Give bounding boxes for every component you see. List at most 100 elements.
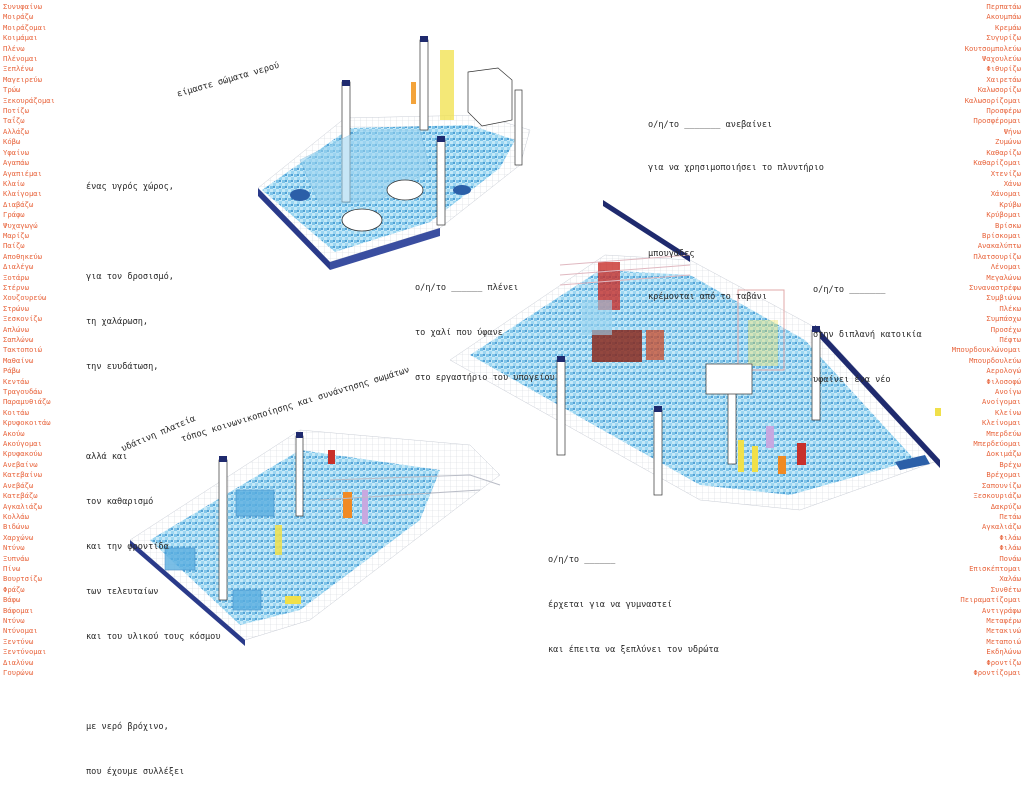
- verb-item: Προσφέρω: [986, 106, 1021, 116]
- verb-item: Μπουρδουλεύω: [969, 355, 1021, 365]
- verb-item: Αερολογώ: [986, 366, 1021, 376]
- verb-item: Βουρτσίζω: [3, 574, 42, 584]
- verb-item: Διαλύνω: [3, 657, 34, 667]
- verb-item: Πειραματίζομαι: [960, 595, 1021, 605]
- verb-item: Ακούω: [3, 428, 25, 438]
- text-carpet: ο/η/το ______ πλένει το χαλί που ύφανε σ…: [415, 251, 555, 401]
- verb-item: Χαιρετάω: [986, 74, 1021, 84]
- verb-item: Ανακαλύπτω: [977, 241, 1021, 251]
- verb-item: Χτενίζω: [990, 168, 1021, 178]
- text-line: ο/η/το ______: [548, 555, 616, 565]
- verb-item: Κοιτάω: [3, 407, 29, 417]
- verb-item: Χάνομαι: [990, 189, 1021, 199]
- verb-item: Πίνω: [3, 563, 21, 573]
- verb-item: Δακρύζω: [990, 501, 1021, 511]
- verb-item: Κλαίω: [3, 178, 25, 188]
- verb-item: Δοκιμάζω: [986, 449, 1021, 459]
- text-line: και του υλικού τους κόσμου: [86, 632, 221, 642]
- verb-item: Υφαίνω: [3, 147, 29, 157]
- washing-machine-block: [705, 363, 753, 395]
- verb-item: Μπερδεύω: [986, 428, 1021, 438]
- verb-item: Ανοίγω: [995, 387, 1021, 397]
- verb-item: Διαβάζω: [3, 199, 34, 209]
- verb-item: Ακούγομαι: [3, 439, 42, 449]
- verb-item: Χουζουρεύω: [3, 293, 47, 303]
- verb-item: Ντύνομαι: [3, 626, 38, 636]
- verb-item: Ανεβάζω: [3, 480, 34, 490]
- verb-item: Καθαρίζω: [986, 147, 1021, 157]
- verb-item: Ανοίγομαι: [982, 397, 1021, 407]
- verb-item: Ξεσκουριάζω: [973, 491, 1021, 501]
- verb-item: Μπερδεύομαι: [973, 439, 1021, 449]
- verb-item: Καθαρίζομαι: [973, 158, 1021, 168]
- verb-item: Βάφω: [3, 595, 21, 605]
- pool-room-drawing: [257, 36, 531, 270]
- loom-frame: [737, 289, 785, 371]
- verb-item: Βρίσκω: [995, 220, 1021, 230]
- verb-item: Μεταφέρω: [986, 615, 1021, 625]
- text-line: ο/η/το _______ ανεβαίνει: [648, 120, 773, 130]
- verb-item: Ψήνω: [1003, 126, 1021, 136]
- text-line: για να χρησιμοποιήσει το πλυντήριο: [648, 163, 824, 173]
- axonometric-drawings: [129, 36, 941, 646]
- verb-item: Βρέχομαι: [986, 470, 1021, 480]
- verb-item: Ψυχαγωγώ: [3, 220, 38, 230]
- verb-item: Προσέχω: [990, 324, 1021, 334]
- text-line: και έπειτα να ξεπλύνει τον υδρώτα: [548, 645, 719, 655]
- verb-item: Συνυφαίνω: [3, 2, 42, 11]
- column: [514, 89, 523, 166]
- verb-item: Αντιγράφω: [982, 605, 1021, 615]
- verb-item: Κατεβαίνω: [3, 470, 42, 480]
- text-line: των τελευταίων: [86, 587, 159, 597]
- verb-item: Ψαχουλεύω: [982, 54, 1021, 64]
- verb-item: Αγαπάω: [3, 158, 29, 168]
- basin: [386, 179, 424, 201]
- verb-item: Μετακινώ: [986, 626, 1021, 636]
- verb-item: Κρύβομαι: [986, 210, 1021, 220]
- verb-item: Συμβιώνω: [986, 293, 1021, 303]
- verb-item: Χάνω: [1003, 178, 1021, 188]
- verb-item: Πλατσουρίζω: [973, 251, 1021, 261]
- verb-item: Κεντάω: [3, 376, 29, 386]
- verb-item: Φροντίζω: [986, 657, 1021, 667]
- verb-item: Παραμυθιάζω: [3, 397, 51, 407]
- text-line: στην διπλανή κατοικία: [813, 330, 922, 340]
- verb-item: Συμπάσχω: [986, 314, 1021, 324]
- verb-item: Μαγειρεύω: [3, 74, 42, 84]
- verb-item: Καλωσορίζω: [977, 85, 1021, 95]
- verb-item: Βρέχω: [999, 459, 1021, 469]
- text-line: την ευυδάτωση,: [86, 362, 159, 372]
- verb-item: Στέρνω: [3, 282, 29, 292]
- verb-item: Συγυρίζω: [986, 33, 1021, 43]
- verb-item: Κολλάω: [3, 511, 29, 521]
- hanging-cloth: [935, 408, 941, 416]
- verb-item: Μεταποιώ: [986, 636, 1021, 646]
- hanging-cloth: [797, 443, 806, 465]
- text-line: και την φροντίδα: [86, 542, 169, 552]
- text-line: τον καθαρισμό: [86, 497, 154, 507]
- verb-item: Πλένω: [3, 43, 25, 53]
- column: [653, 409, 663, 496]
- text-line: μπουγάδες: [648, 249, 695, 259]
- verb-item: Μπουρδουκλώνομαι: [951, 345, 1021, 355]
- hanging-carpet: [592, 330, 642, 362]
- verb-item: Βάφομαι: [3, 605, 34, 615]
- text-line: [86, 405, 221, 420]
- verb-item: Κρυφακούω: [3, 449, 42, 459]
- verb-item: Κόβω: [3, 137, 21, 147]
- text-line: ο/η/το ______ πλένει: [415, 283, 519, 293]
- hanging-cloth: [411, 82, 416, 104]
- verb-item: Ξοτάρω: [3, 272, 29, 282]
- verb-item: Κλαίγομαι: [3, 189, 42, 199]
- verb-item: Χαλάω: [999, 574, 1021, 584]
- verb-item: Γράφω: [3, 210, 25, 220]
- verb-item: Ακουμπάω: [986, 12, 1021, 22]
- column: [556, 359, 566, 456]
- verb-item: Κουτσομπολεύω: [964, 43, 1021, 53]
- verb-item: Ζυμώνω: [995, 137, 1021, 147]
- verb-item: Κρεμάω: [995, 22, 1021, 32]
- text-line: [648, 204, 824, 219]
- verb-item: Ξεκουράζομαι: [3, 95, 55, 105]
- verb-item: Κλείνω: [995, 407, 1021, 417]
- verb-item: Σαπλώνω: [3, 335, 34, 344]
